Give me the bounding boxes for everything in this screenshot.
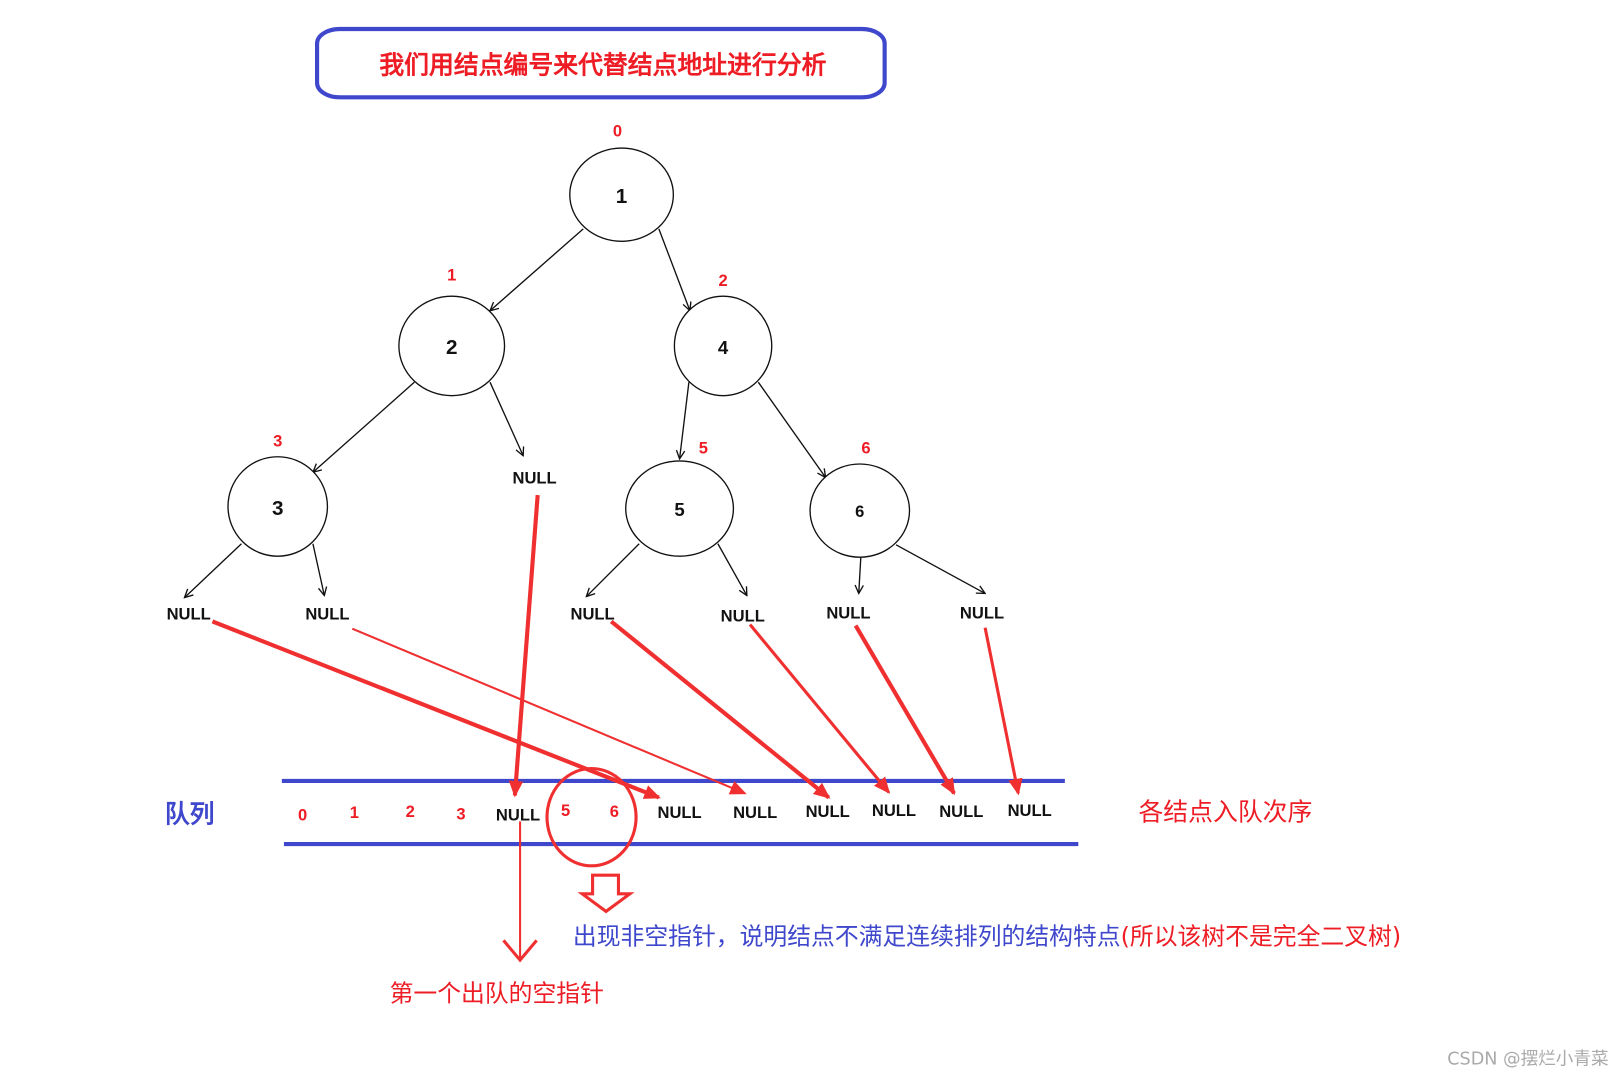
queue-item: NULL (733, 803, 777, 822)
queue-item: NULL (872, 801, 916, 820)
tree-node-6: 6 6 (809, 439, 911, 558)
non-null-note-text: 出现非空指针，说明结点不满足连续排列的结构特点 (573, 923, 1121, 951)
queue-order-label: 各结点入队次序 (1138, 797, 1312, 826)
null-leaves: NULL NULL NULL NULL NULL NULL NULL (167, 469, 1005, 626)
node-value: 2 (446, 336, 458, 359)
edge (859, 557, 861, 593)
node-value: 6 (855, 502, 864, 521)
queue-item: NULL (657, 803, 701, 822)
queue-item: 0 (298, 805, 307, 824)
tree-node-2: 2 1 (398, 266, 506, 397)
null-leaf: NULL (721, 606, 765, 625)
tree-node-1: 1 0 (569, 122, 675, 242)
edge (757, 381, 825, 477)
queue-item: NULL (496, 805, 540, 824)
queue-item: 2 (406, 802, 415, 821)
null-leaf: NULL (570, 604, 614, 623)
enqueue-arrow (351, 627, 747, 795)
tree-node-3: 3 3 (227, 431, 329, 557)
edge (680, 382, 690, 459)
edge (586, 543, 640, 597)
tree-edges (185, 228, 986, 598)
queue-item: NULL (1008, 801, 1052, 820)
highlight-circle (545, 766, 638, 868)
title-text: 我们用结点编号来代替结点地址进行分析 (379, 51, 826, 80)
null-leaf: NULL (167, 604, 211, 623)
edge (490, 228, 584, 311)
edge (312, 543, 324, 596)
edge (489, 381, 523, 456)
node-index: 2 (718, 271, 727, 290)
queue-item: 6 (610, 802, 619, 821)
enqueue-arrow (609, 619, 831, 800)
queue-item: 3 (456, 804, 465, 823)
queue-item: NULL (806, 802, 850, 821)
node-index: 6 (861, 439, 870, 458)
edge (658, 228, 690, 311)
enqueue-arrow (748, 623, 891, 794)
watermark: CSDN @摆烂小青菜 (1447, 1050, 1608, 1070)
edge (313, 381, 415, 472)
null-leaf: NULL (512, 469, 556, 488)
node-index: 0 (613, 122, 622, 141)
queue-label: 队列 (165, 799, 215, 828)
tree-node-4: 4 2 (673, 271, 773, 397)
node-value: 1 (616, 185, 628, 208)
enqueue-arrow (983, 627, 1023, 796)
null-leaf: NULL (826, 603, 870, 622)
node-index: 3 (273, 431, 282, 450)
enqueue-arrow (508, 494, 540, 798)
node-value: 4 (718, 337, 729, 358)
first-null-arrow (502, 821, 538, 963)
first-null-label: 第一个出队的空指针 (390, 980, 604, 1008)
null-leaf: NULL (305, 604, 349, 623)
enqueue-arrow (853, 624, 956, 796)
node-value: 5 (674, 499, 684, 520)
conclusion-text: (所以该树不是完全二叉树) (1121, 923, 1402, 951)
queue-item: 5 (561, 801, 570, 820)
null-leaf: NULL (960, 603, 1004, 622)
edge (895, 544, 985, 594)
edge (717, 543, 747, 596)
enqueue-arrow (211, 619, 661, 800)
node-index: 5 (699, 439, 708, 458)
node-value: 3 (272, 497, 284, 520)
tree-node-5: 5 5 (625, 439, 735, 557)
title-box: 我们用结点编号来代替结点地址进行分析 (315, 26, 887, 100)
edge (185, 543, 242, 598)
queue-items: 0 1 2 3 NULL 5 6 NULL NULL NULL NULL NUL… (298, 801, 1052, 824)
hollow-down-arrow-icon (577, 873, 635, 914)
node-index: 1 (447, 266, 456, 285)
queue-item: 1 (350, 803, 359, 822)
non-null-note: 出现非空指针，说明结点不满足连续排列的结构特点(所以该树不是完全二叉树) (573, 923, 1401, 951)
queue-item: NULL (939, 802, 983, 821)
